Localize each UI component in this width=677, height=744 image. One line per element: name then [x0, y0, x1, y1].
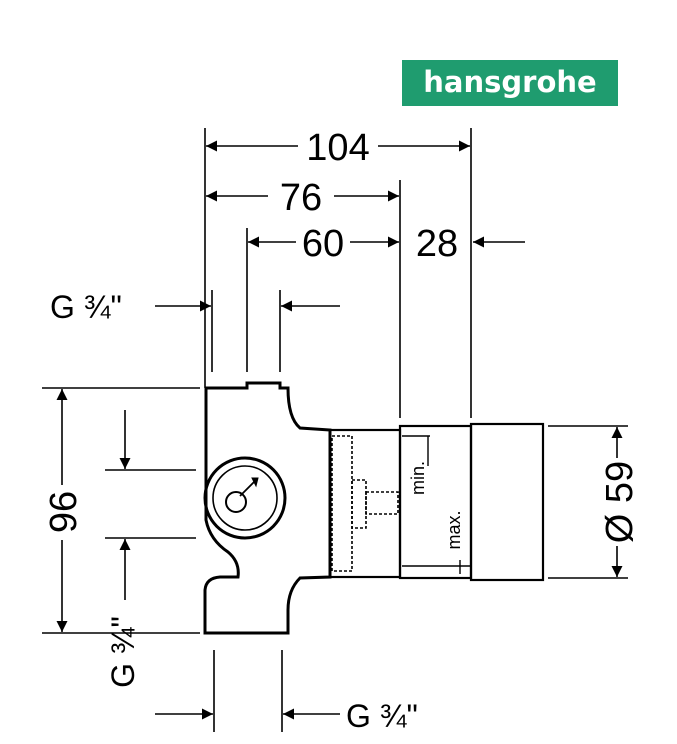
outlet-check-valve [225, 491, 247, 513]
min-label: min. [408, 461, 428, 495]
min-max-markers [402, 435, 470, 574]
outlet-outer-ring [203, 456, 287, 540]
dim-extension: 28 [416, 223, 458, 265]
bottom-connection-label: G ¾" [346, 698, 418, 734]
inner-parts [331, 435, 399, 572]
left-connection-label: G ¾" [105, 616, 141, 688]
logo-background [402, 60, 618, 106]
dim-diameter: Ø 59 [599, 461, 641, 543]
max-label: max. [444, 510, 464, 549]
dim-body-width: 76 [280, 177, 322, 219]
brand-logo: hansgrohe [402, 60, 618, 106]
outlet-inner-ring [212, 465, 278, 531]
dim-overall-width: 104 [306, 127, 369, 169]
cartridge [328, 422, 545, 582]
extension-lines [42, 128, 628, 732]
top-connection-label: G ¾" [50, 289, 122, 325]
dim-height: 96 [43, 491, 85, 533]
dimension-arrows [56, 140, 623, 720]
logo-text: hansgrohe [423, 65, 596, 99]
valve-body [203, 381, 332, 635]
outlet-port [203, 456, 287, 540]
dim-inner-width: 60 [302, 223, 344, 265]
